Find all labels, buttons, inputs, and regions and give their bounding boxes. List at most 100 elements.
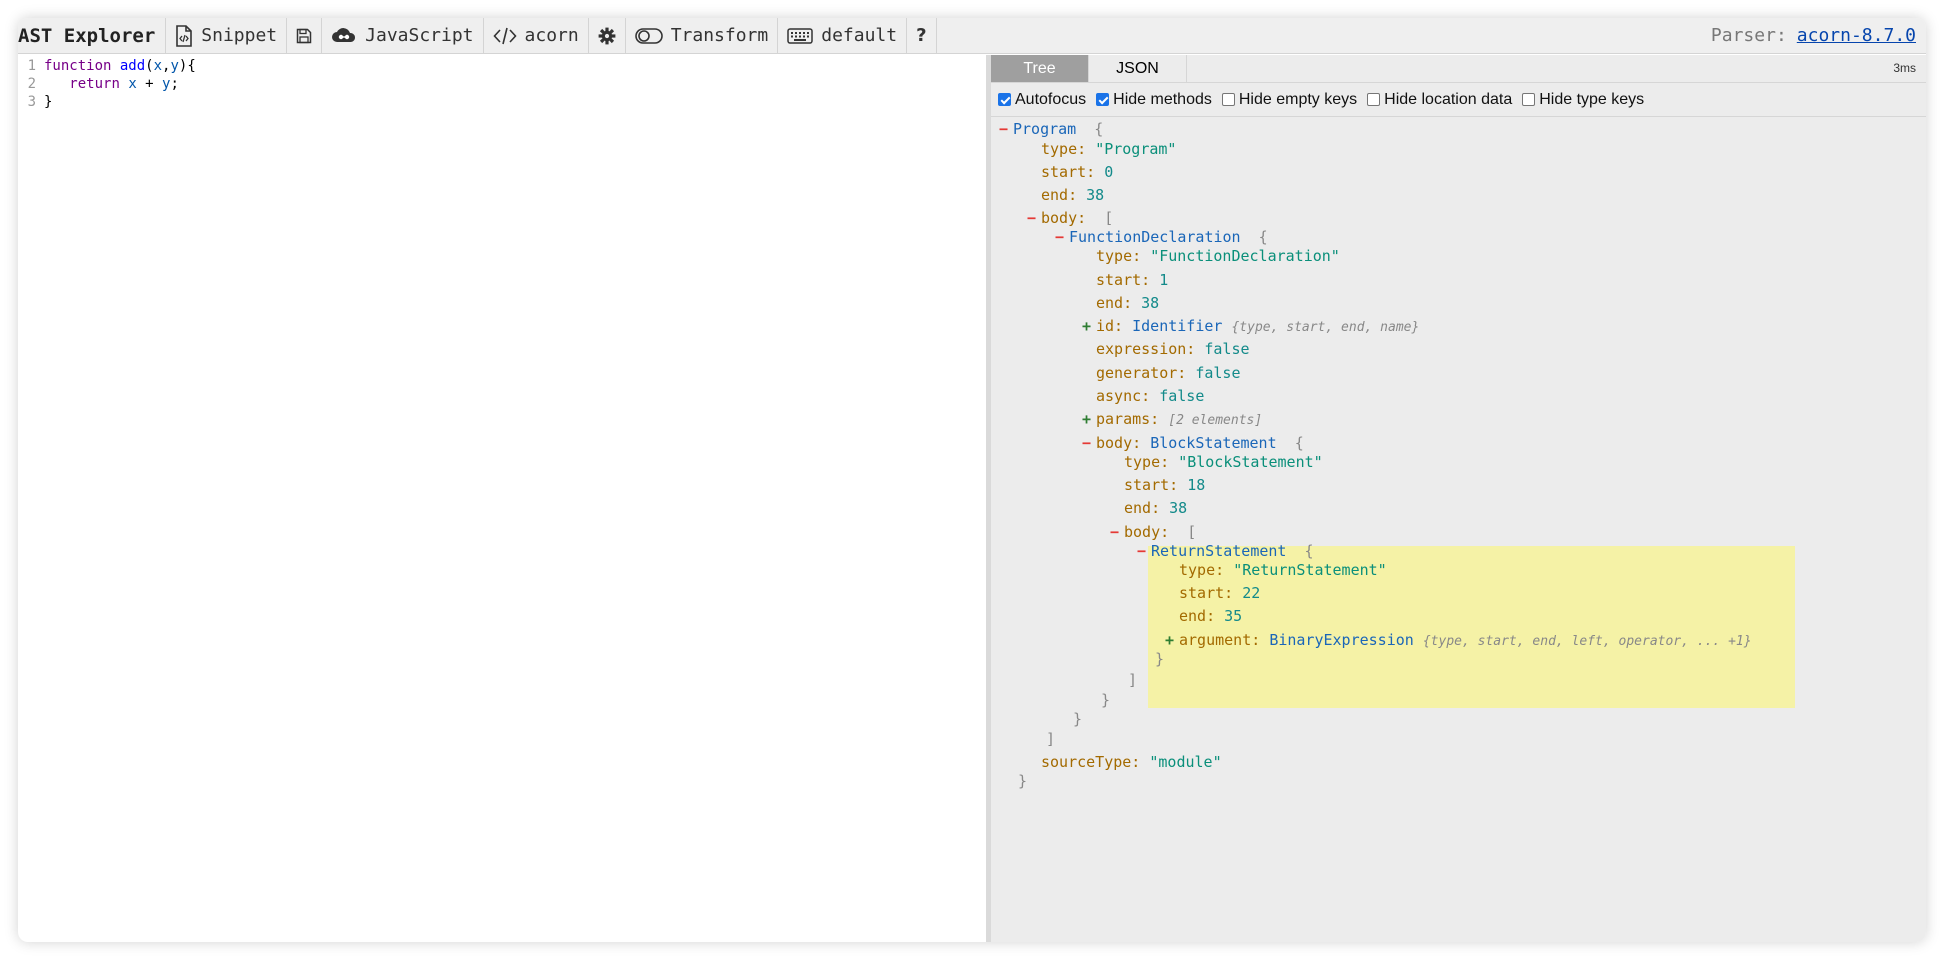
property-value: 38 bbox=[1086, 186, 1105, 204]
option-label: Hide empty keys bbox=[1238, 90, 1358, 108]
punct-token: ( bbox=[145, 58, 154, 74]
property-key: end: bbox=[1179, 607, 1216, 625]
tree-property-body[interactable]: −body: [ bbox=[1110, 521, 1196, 543]
property-key: start: bbox=[1096, 271, 1151, 289]
hide-empty-keys-checkbox[interactable] bbox=[1221, 93, 1235, 106]
property-key: body: bbox=[1096, 434, 1142, 452]
collapse-toggle[interactable]: − bbox=[1082, 434, 1092, 452]
option-label: Autofocus bbox=[1015, 90, 1087, 108]
property-key: async: bbox=[1096, 387, 1151, 405]
tab-json[interactable]: JSON bbox=[1089, 55, 1187, 82]
collapse-toggle[interactable]: − bbox=[1110, 523, 1120, 541]
tree-property-argument[interactable]: +argument: BinaryExpression {type, start… bbox=[1165, 629, 1752, 651]
parser-select[interactable]: acorn bbox=[484, 18, 589, 53]
property-value: "ReturnStatement" bbox=[1233, 561, 1387, 579]
tree-property: sourceType: "module" bbox=[1041, 751, 1222, 773]
hide-location-data-checkbox[interactable] bbox=[1367, 93, 1381, 106]
property-key: params: bbox=[1096, 410, 1160, 428]
parser-label: acorn bbox=[524, 25, 579, 46]
gear-icon bbox=[598, 27, 616, 45]
parser-version-link[interactable]: acorn-8.7.0 bbox=[1796, 25, 1916, 46]
property-value: "BlockStatement" bbox=[1178, 453, 1323, 471]
hide-type-keys-option[interactable]: Hide type keys bbox=[1522, 91, 1644, 109]
collapse-toggle[interactable]: − bbox=[1027, 209, 1037, 227]
parser-settings-button[interactable] bbox=[589, 18, 626, 53]
keymap-select[interactable]: default bbox=[778, 18, 908, 53]
snippet-label: Snippet bbox=[201, 25, 278, 46]
node-type-name[interactable]: BinaryExpression bbox=[1269, 631, 1414, 649]
hide-empty-keys-option[interactable]: Hide empty keys bbox=[1221, 90, 1358, 109]
tree-property: type: "ReturnStatement" bbox=[1179, 559, 1387, 581]
line-number: 2 bbox=[27, 76, 36, 92]
code-line: 2 return x + y; bbox=[18, 75, 986, 93]
tree-property-params[interactable]: +params: [2 elements] bbox=[1082, 408, 1262, 430]
selected-node-highlight bbox=[1148, 546, 1795, 708]
property-value: false bbox=[1204, 340, 1250, 358]
toggle-icon bbox=[634, 27, 663, 45]
tree-options: Autofocus Hide methods Hide empty keys H… bbox=[991, 83, 1926, 117]
tree-property-id[interactable]: +id: Identifier {type, start, end, name} bbox=[1082, 315, 1419, 337]
property-value: 18 bbox=[1187, 476, 1206, 494]
code-line: 3 } bbox=[18, 93, 986, 111]
punct-token: ){ bbox=[178, 58, 196, 74]
node-type-name[interactable]: Identifier bbox=[1132, 317, 1223, 335]
property-key: start: bbox=[1041, 163, 1096, 181]
tree-node-return-statement[interactable]: −ReturnStatement { bbox=[1137, 540, 1314, 562]
snippet-menu[interactable]: Snippet bbox=[166, 18, 288, 53]
hide-type-keys-checkbox[interactable] bbox=[1522, 93, 1536, 106]
hide-methods-option[interactable]: Hide methods bbox=[1096, 91, 1212, 109]
hide-location-data-option[interactable]: Hide location data bbox=[1367, 91, 1512, 109]
line-number: 3 bbox=[27, 94, 36, 110]
property-key: body: bbox=[1041, 209, 1087, 227]
open-brace: { bbox=[1304, 542, 1314, 560]
transform-label: Transform bbox=[670, 25, 769, 46]
tree-property: start: 1 bbox=[1096, 269, 1168, 291]
panel-splitter[interactable] bbox=[986, 55, 991, 942]
option-label: Hide methods bbox=[1113, 90, 1212, 108]
open-brace: { bbox=[1258, 228, 1268, 246]
expand-toggle[interactable]: + bbox=[1082, 317, 1092, 335]
node-type-name[interactable]: ReturnStatement bbox=[1151, 542, 1287, 560]
tab-tree[interactable]: Tree bbox=[991, 55, 1089, 82]
language-select[interactable]: JavaScript bbox=[322, 18, 484, 53]
collapse-toggle[interactable]: − bbox=[1137, 542, 1147, 560]
tree-property-body[interactable]: −body: [ bbox=[1027, 207, 1113, 229]
punct-token: ; bbox=[170, 76, 179, 92]
node-summary: {type, start, end, left, operator, ... +… bbox=[1422, 634, 1752, 649]
close-bracket: ] bbox=[1046, 730, 1056, 748]
parse-time: 3ms bbox=[1893, 61, 1916, 75]
code-editor[interactable]: 1 function add(x,y){ 2 return x + y; 3 } bbox=[18, 55, 986, 942]
property-value: 0 bbox=[1104, 163, 1114, 181]
tree-property: start: 0 bbox=[1041, 161, 1113, 183]
tree-node-function-declaration[interactable]: −FunctionDeclaration { bbox=[1055, 226, 1268, 248]
parser-info-label: Parser: bbox=[1710, 25, 1787, 46]
save-icon bbox=[296, 28, 312, 44]
node-type-name[interactable]: FunctionDeclaration bbox=[1069, 228, 1241, 246]
node-type-name[interactable]: BlockStatement bbox=[1150, 434, 1277, 452]
autofocus-option[interactable]: Autofocus bbox=[998, 91, 1086, 109]
tree-property: start: 22 bbox=[1179, 582, 1260, 604]
property-key: start: bbox=[1124, 476, 1179, 494]
collapse-toggle[interactable]: − bbox=[1055, 228, 1065, 246]
transform-toggle[interactable]: Transform bbox=[626, 18, 779, 53]
open-brace: { bbox=[1294, 434, 1304, 452]
node-type-name[interactable]: Program bbox=[1013, 120, 1077, 138]
save-button[interactable] bbox=[287, 18, 323, 53]
app-window: AST Explorer Snippet JavaScript acorn bbox=[18, 18, 1926, 942]
tree-node-block-statement[interactable]: −body: BlockStatement { bbox=[1082, 432, 1304, 454]
variable-token: x bbox=[128, 76, 137, 92]
help-button[interactable]: ? bbox=[907, 18, 937, 53]
property-value: 1 bbox=[1159, 271, 1169, 289]
property-key: id: bbox=[1096, 317, 1124, 335]
tree-node-program[interactable]: −Program { bbox=[999, 118, 1103, 140]
close-bracket: ] bbox=[1128, 671, 1138, 689]
collapse-toggle[interactable]: − bbox=[999, 120, 1009, 138]
autofocus-checkbox[interactable] bbox=[998, 93, 1011, 106]
hide-methods-checkbox[interactable] bbox=[1096, 93, 1110, 106]
property-key: argument: bbox=[1179, 631, 1261, 649]
tree-property: start: 18 bbox=[1124, 474, 1205, 496]
expand-toggle[interactable]: + bbox=[1165, 631, 1175, 649]
expand-toggle[interactable]: + bbox=[1082, 410, 1092, 428]
property-key: end: bbox=[1124, 499, 1161, 517]
help-icon: ? bbox=[916, 25, 927, 46]
